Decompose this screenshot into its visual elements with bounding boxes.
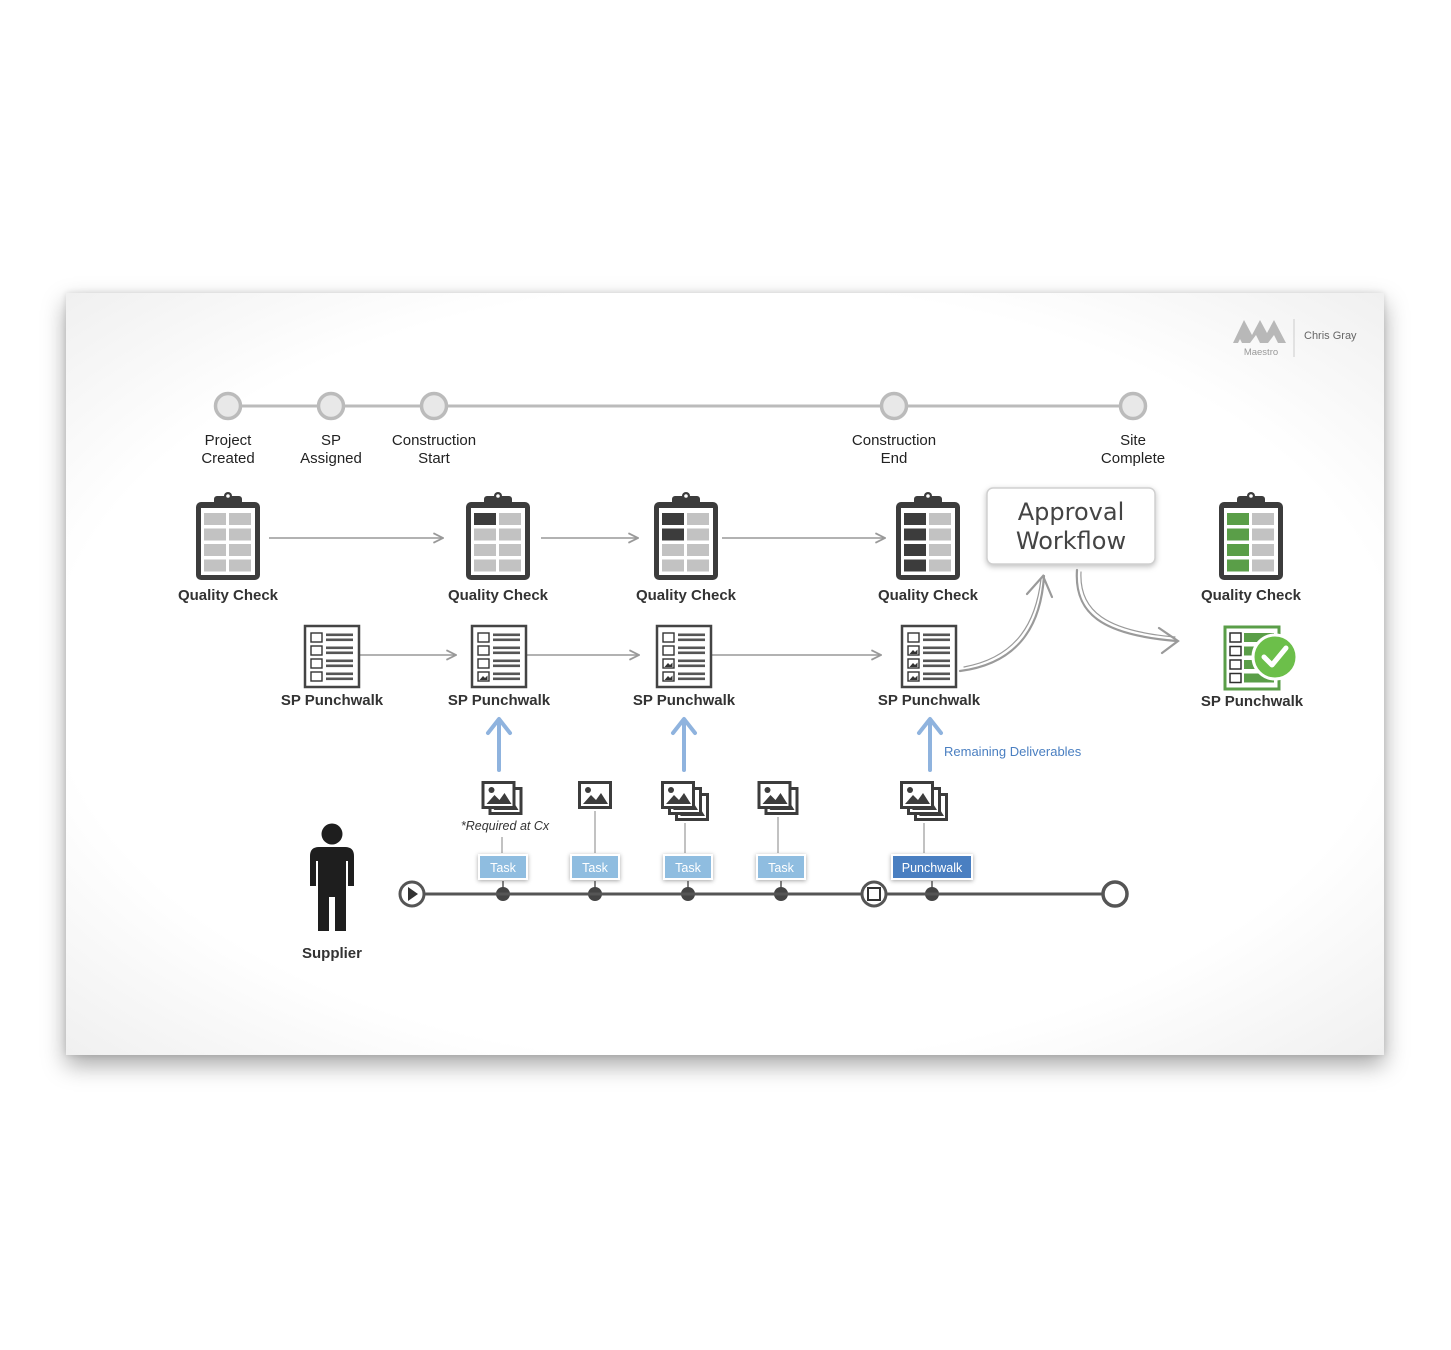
milestone-label-line2: Created [201,450,254,467]
punchwalk-label: SP Punchwalk [448,692,551,709]
milestone-label-line2: End [881,450,908,467]
approval-line2: Workflow [1016,527,1126,555]
milestone-label-line2: Assigned [300,450,362,467]
quality-check-label: Quality Check [448,587,549,604]
timeline-start-play-icon [398,880,426,908]
task-tag[interactable] [756,854,806,880]
task-tag-label: Task [582,861,608,875]
task-tag[interactable] [663,854,713,880]
upload-arrow [917,717,943,772]
task-tag[interactable] [478,854,528,880]
supplier-icon [310,823,354,931]
quality-check-label: Quality Check [636,587,737,604]
timeline-stop-icon [860,880,888,908]
upload-arrows [486,717,943,772]
to-approval-arrow [958,573,1054,673]
upload-arrow [486,717,512,772]
task-tag-label: Task [490,861,516,875]
upload-arrow [671,717,697,772]
punchwalk-document-icon [303,624,361,689]
photo-icons [481,781,948,853]
author-name: Chris Gray [1304,330,1357,342]
punchwalk-document-icon [1223,625,1299,691]
milestone-node [316,391,346,421]
milestone-node [879,391,909,421]
approval-line1: Approval [1018,498,1125,526]
remaining-deliverables-label: Remaining Deliverables [944,744,1082,759]
required-note: *Required at Cx [461,819,550,833]
photo-stack-icon [481,781,523,815]
maestro-logo: Maestro [1233,320,1286,358]
photo-stack-icon [661,781,709,821]
quality-check-clipboard-icon [1219,492,1283,580]
quality-check-label: Quality Check [178,587,279,604]
from-approval-arrow [1075,568,1180,655]
quality-check-clipboard-icon [196,492,260,580]
maestro-logo-mark [1233,320,1286,343]
quality-check-clipboard-icon [654,492,718,580]
punchwalk-document-icon [655,624,713,689]
checkmark-badge-icon [1251,633,1299,681]
photo-stack-icon [757,781,799,815]
punchwalk-document-icon [470,624,528,689]
quality-check-label: Quality Check [1201,587,1302,604]
milestone-node [419,391,449,421]
logo-text: Maestro [1244,347,1278,358]
punchwalk-row: SP Punchwalk SP Punchwalk SP Punchwalk SP P… [281,624,1304,710]
supplier-label: Supplier [302,945,362,962]
quality-check-clipboard-icon [466,492,530,580]
punchwalk-label: SP Punchwalk [1201,693,1304,710]
milestone-label-line1: Site [1120,432,1146,449]
milestone-label-line1: Project [205,432,253,449]
quality-check-label: Quality Check [878,587,979,604]
milestone-node [213,391,243,421]
timeline-end-node [1101,880,1129,908]
photo-stack-icon [900,781,948,821]
task-tags: Task Task Task Task Punchwalk [478,854,973,901]
task-tag-label: Task [768,861,794,875]
quality-check-row: Quality Check Quality Check Quality Check Q… [178,492,1302,604]
milestone-node [1118,391,1148,421]
task-tag-label: Task [675,861,701,875]
quality-check-clipboard-icon [896,492,960,580]
punchwalk-tag[interactable] [891,854,973,880]
milestone-label-line1: Construction [392,432,476,449]
milestone-label-line2: Complete [1101,450,1165,467]
milestone-label-line1: Construction [852,432,936,449]
photo-stack-icon [578,781,612,809]
milestone-label-line1: SP [321,432,341,449]
approval-workflow-box [986,487,1156,565]
milestone-label-line2: Start [418,450,451,467]
punchwalk-label: SP Punchwalk [633,692,736,709]
punchwalk-document-icon [900,624,958,689]
task-tag[interactable] [570,854,620,880]
punchwalk-label: SP Punchwalk [281,692,384,709]
milestone-timeline: ProjectCreatedSPAssignedConstructionStar… [201,391,1165,467]
task-tag-label: Punchwalk [902,861,963,875]
punchwalk-label: SP Punchwalk [878,692,981,709]
